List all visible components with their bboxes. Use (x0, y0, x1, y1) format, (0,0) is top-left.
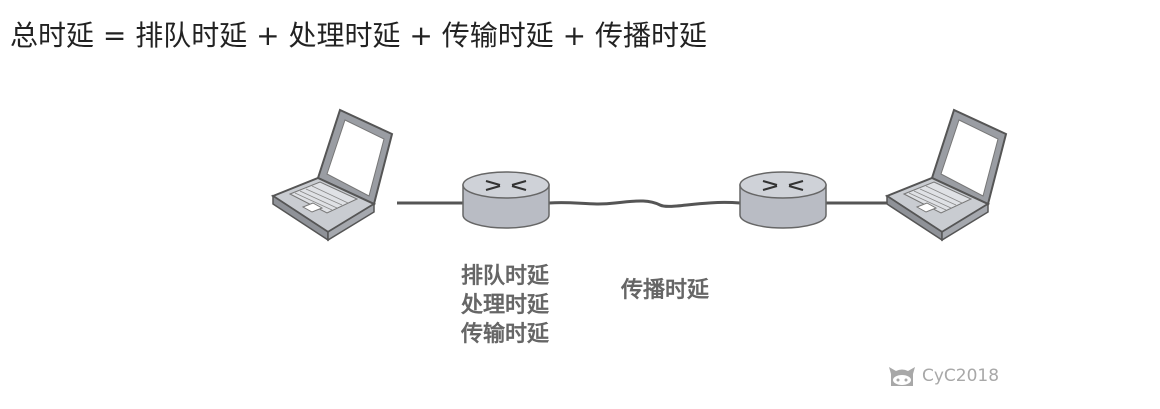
node-delay-labels: 排队时延 处理时延 传输时延 (440, 262, 570, 349)
router-left-icon (462, 171, 550, 229)
propagation-delay-label: 传播时延 (620, 278, 709, 303)
laptop-left-icon (270, 108, 394, 242)
delay-formula: 总时延 = 排队时延 + 处理时延 + 传输时延 + 传播时延 (10, 19, 708, 52)
laptop-right-icon (884, 108, 1008, 242)
watermark-text: CyC2018 (922, 366, 1000, 386)
router-right-icon (739, 171, 827, 229)
transmission-delay-label: 传输时延 (460, 322, 549, 347)
queuing-delay-label: 排队时延 (460, 264, 549, 289)
link-middle (548, 199, 741, 208)
processing-delay-label: 处理时延 (460, 293, 549, 318)
github-cat-icon (889, 367, 915, 386)
watermark: CyC2018 (888, 365, 999, 387)
